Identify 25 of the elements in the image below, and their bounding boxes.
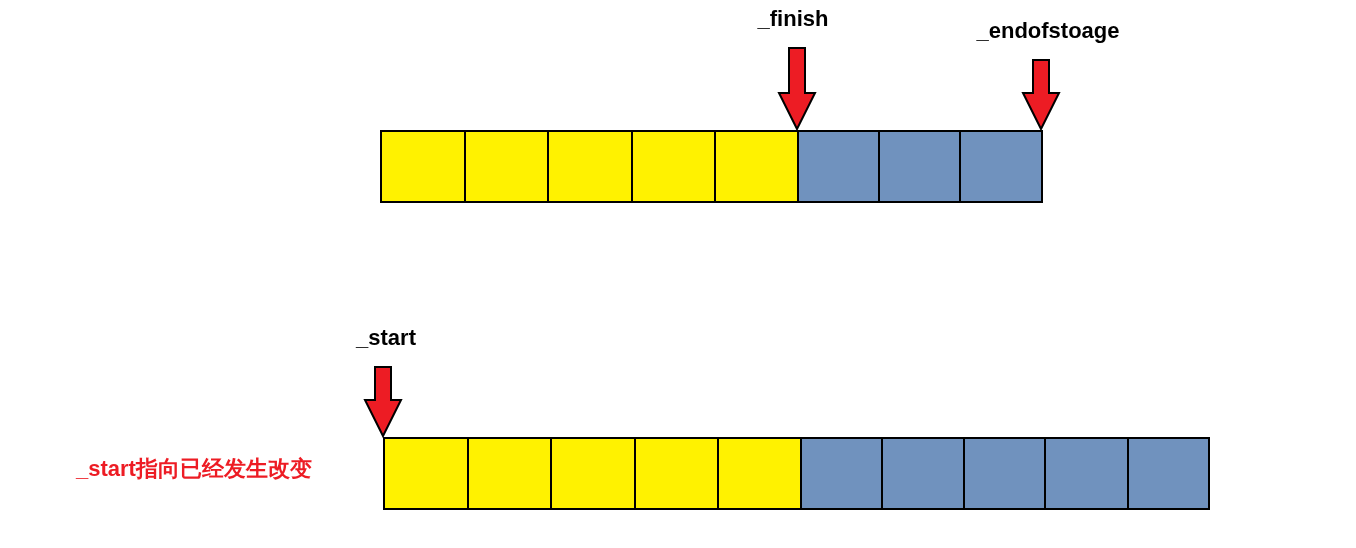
array-cell: [959, 130, 1043, 203]
array-cell: [963, 437, 1046, 510]
pointer-label: _finish: [738, 4, 848, 34]
array-cell: [467, 437, 552, 510]
pointer-label: _start: [341, 323, 431, 353]
array-cell: [634, 437, 719, 510]
pointer-label: _endofstoage: [963, 16, 1133, 46]
array-cell: [383, 437, 469, 510]
array-cell: [881, 437, 965, 510]
array-cell: [878, 130, 961, 203]
array-cell: [550, 437, 636, 510]
block-arrow: [1021, 59, 1061, 132]
array-cell: [717, 437, 802, 510]
array-cell: [1044, 437, 1129, 510]
block-arrow: [777, 47, 817, 132]
array-cell: [797, 130, 880, 203]
array-cell: [800, 437, 883, 510]
note-text: _start指向已经发生改变: [76, 458, 312, 480]
array-cell: [714, 130, 799, 203]
array-cell: [380, 130, 466, 203]
array-cell: [464, 130, 549, 203]
array-cell: [1127, 437, 1210, 510]
array-cell: [631, 130, 716, 203]
block-arrow: [363, 366, 403, 439]
array-cell: [547, 130, 633, 203]
